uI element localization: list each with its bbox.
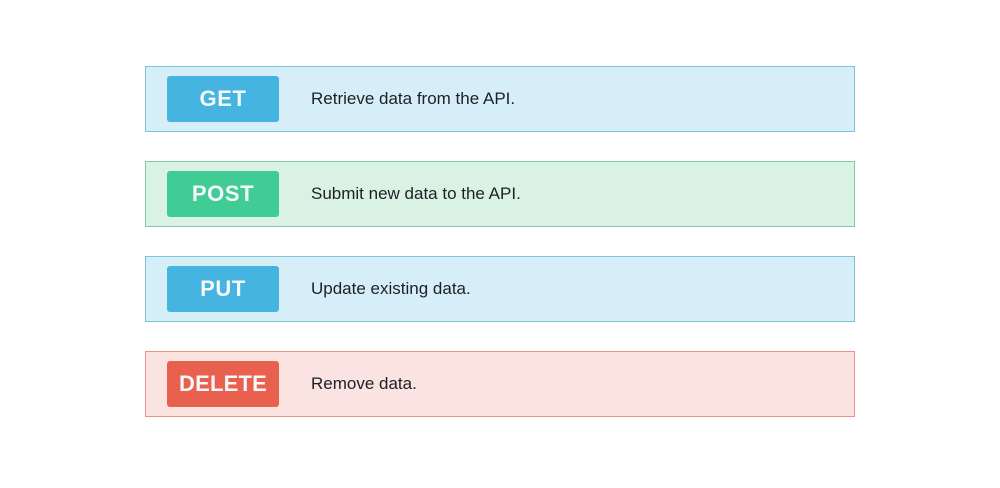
method-row-post[interactable]: POST Submit new data to the API. — [145, 161, 855, 227]
method-description-delete: Remove data. — [311, 373, 417, 393]
method-row-put[interactable]: PUT Update existing data. — [145, 256, 855, 322]
method-badge-post: POST — [167, 171, 279, 217]
method-badge-get: GET — [167, 76, 279, 122]
method-badge-delete: DELETE — [167, 361, 279, 407]
method-row-delete[interactable]: DELETE Remove data. — [145, 351, 855, 417]
method-description-put: Update existing data. — [311, 278, 471, 298]
method-badge-put: PUT — [167, 266, 279, 312]
method-description-get: Retrieve data from the API. — [311, 88, 516, 108]
method-description-post: Submit new data to the API. — [311, 183, 521, 203]
http-methods-list: GET Retrieve data from the API. POST Sub… — [145, 66, 855, 417]
method-row-get[interactable]: GET Retrieve data from the API. — [145, 66, 855, 132]
